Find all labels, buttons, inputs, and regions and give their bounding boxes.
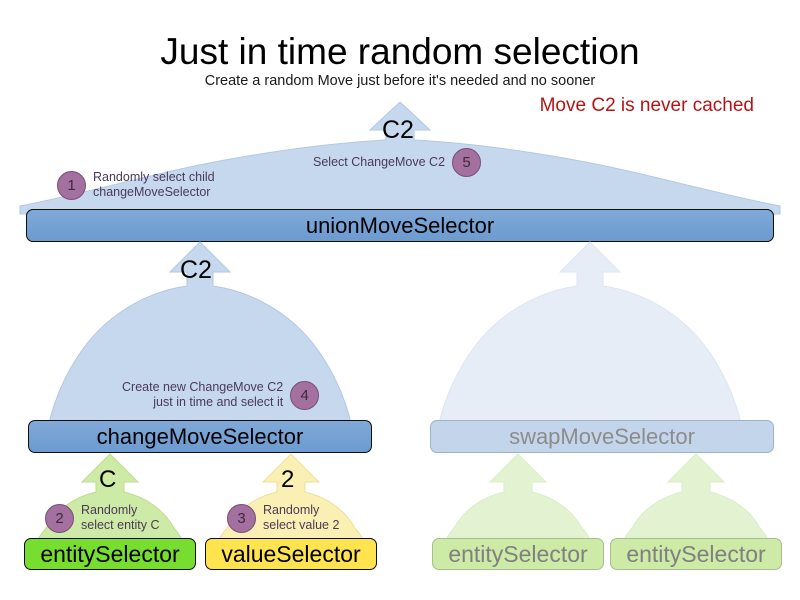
step-4-text: Create new ChangeMove C2 just in time an… [122,380,284,409]
step-1-text: Randomly select child changeMoveSelector [93,170,215,199]
step-5-badge: 5 [452,148,482,177]
page-title: Just in time random selection [160,31,640,72]
entity-faded-funnel-2 [608,452,784,542]
step-2-text: Randomly select entity C [81,503,160,532]
swap-output-funnel [430,240,750,432]
flow-label-change-out: C2 [180,256,212,284]
node-swap-move-selector[interactable]: swapMoveSelector [430,420,774,453]
node-entity-selector-faded-2[interactable]: entitySelector [610,538,782,570]
node-value-selector-active-label: valueSelector [221,540,361,567]
step-5-text: Select ChangeMove C2 [313,155,446,169]
step-4: Create new ChangeMove C2 just in time an… [122,380,320,410]
node-swap-move-selector-label: swapMoveSelector [509,423,695,449]
step-3-badge: 3 [227,503,256,533]
node-value-selector-active[interactable]: valueSelector [205,538,377,570]
node-entity-selector-active[interactable]: entitySelector [24,538,196,570]
flow-label-union-out: C2 [382,116,414,144]
node-union-move-selector-label: unionMoveSelector [305,212,495,238]
flow-label-entity-out: C [99,466,117,493]
step-3: 3 Randomly select value 2 [227,503,339,533]
entity-faded-funnel-1 [430,452,606,542]
node-change-move-selector-label: changeMoveSelector [96,423,304,449]
node-entity-selector-faded-2-label: entitySelector [626,540,766,567]
step-5: Select ChangeMove C2 5 [313,148,482,177]
step-2-badge: 2 [45,503,74,533]
node-entity-selector-active-label: entitySelector [40,540,180,567]
flow-label-value-out: 2 [281,466,295,493]
node-union-move-selector[interactable]: unionMoveSelector [26,209,774,242]
node-entity-selector-faded-1[interactable]: entitySelector [432,538,604,570]
node-entity-selector-faded-1-label: entitySelector [448,540,588,567]
step-1: 1 Randomly select child changeMoveSelect… [57,170,215,200]
page-subtitle: Create a random Move just before it's ne… [204,73,596,89]
step-4-badge: 4 [290,380,320,410]
step-3-text: Randomly select value 2 [263,503,340,532]
step-1-badge: 1 [57,170,86,200]
node-change-move-selector[interactable]: changeMoveSelector [28,420,372,453]
step-2: 2 Randomly select entity C [45,503,160,533]
cache-note: Move C2 is never cached [539,95,754,116]
